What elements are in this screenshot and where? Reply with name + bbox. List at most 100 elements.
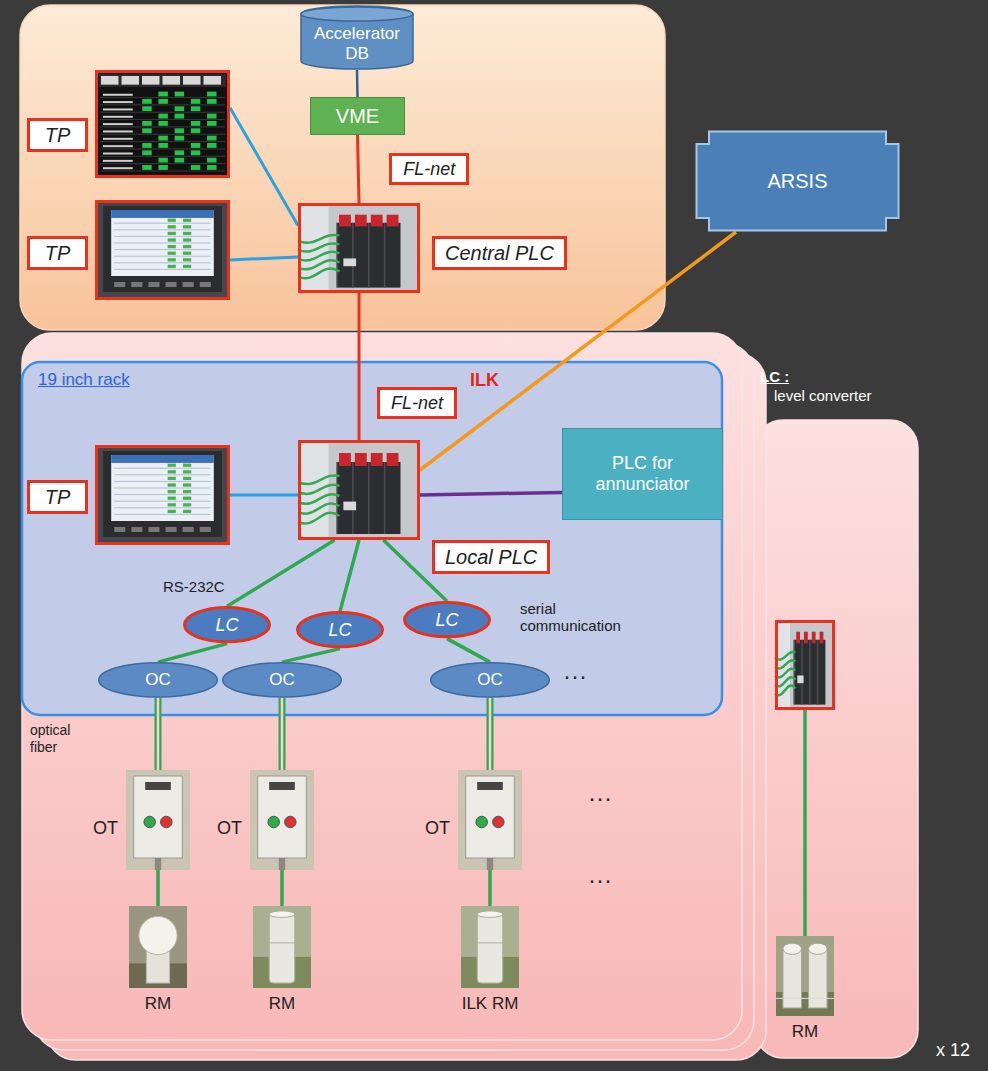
- connector: [156, 870, 160, 906]
- cylinder-body: [301, 6, 413, 69]
- photo-detail: [207, 121, 216, 126]
- photo-detail: [175, 92, 184, 97]
- photo-detail: [493, 816, 505, 828]
- photo-detail: [207, 92, 216, 97]
- photo-detail: [175, 150, 184, 155]
- photo-detail: [142, 106, 151, 111]
- photo-detail: [168, 497, 176, 500]
- connector-group: [447, 639, 490, 662]
- optical-converter: OC: [222, 662, 342, 698]
- photo-detail: [100, 156, 225, 157]
- photo-detail: [111, 455, 214, 521]
- photo-detail: [100, 148, 225, 149]
- annotation: ···: [588, 868, 612, 892]
- optical-converter: OC: [98, 662, 218, 698]
- node-label: LC: [215, 615, 238, 636]
- connector: [158, 644, 227, 662]
- photo-detail: [300, 442, 419, 539]
- photo-detail: [477, 911, 503, 918]
- photo-detail: [207, 114, 216, 119]
- photo-detail: [114, 527, 125, 532]
- photo-detail: [371, 453, 383, 466]
- photo-detail: [114, 468, 211, 469]
- annotation: optical fiber: [30, 722, 100, 756]
- rack-title: 19 inch rack: [38, 370, 130, 390]
- photo-detail: [298, 235, 339, 243]
- area-panel: [755, 420, 918, 1058]
- connector: [155, 698, 162, 770]
- photo-detail: [183, 265, 191, 268]
- photo-detail: [300, 205, 419, 292]
- connector-group: [490, 870, 491, 906]
- photo-detail: [458, 770, 522, 870]
- photo-detail: [114, 243, 211, 244]
- photo-detail: [158, 114, 167, 119]
- connector-group: [340, 540, 359, 611]
- node-label: OC: [145, 670, 171, 690]
- photo-illustration: [253, 906, 311, 988]
- photo-detail: [158, 165, 167, 170]
- photo-detail: [298, 440, 420, 540]
- annotation: LC :: [760, 368, 789, 385]
- photo-detail: [336, 223, 338, 288]
- photo-detail: [103, 94, 133, 96]
- photo-detail: [183, 219, 191, 222]
- plc-unit: Local PLC: [298, 440, 420, 540]
- photo-detail: [269, 911, 295, 918]
- photo-label: TP: [27, 480, 88, 514]
- photo-detail: [114, 249, 211, 250]
- connector-group: [358, 135, 360, 203]
- photo-detail: [339, 215, 351, 227]
- annotation: serial communication: [520, 600, 635, 635]
- photo-detail: [200, 527, 211, 532]
- plc-unit: Central PLC: [298, 203, 420, 293]
- touch-panel: TP: [95, 70, 230, 178]
- connector-group: [230, 495, 298, 496]
- photo-detail: [817, 640, 819, 705]
- photo-detail: [200, 282, 211, 287]
- photo-detail: [183, 238, 191, 241]
- photo-detail: [820, 632, 824, 644]
- radiation-monitor: RM: [253, 906, 311, 988]
- photo-detail: [368, 462, 370, 534]
- photo-detail: [145, 782, 171, 790]
- rack-enclosure: TPLocal PLCPLC for annunciatorLCLCLCOCOC…: [22, 362, 722, 715]
- photo-detail: [808, 949, 827, 1008]
- photo-detail: [175, 158, 184, 163]
- photo-detail: [371, 215, 383, 227]
- photo-detail: [158, 121, 167, 126]
- annotation: ···: [563, 664, 587, 688]
- connector: [488, 870, 492, 906]
- photo-detail: [175, 114, 184, 119]
- radiation-monitor: RM: [129, 906, 187, 988]
- photo-detail: [168, 238, 176, 241]
- photo-label: TP: [27, 236, 88, 270]
- photo-detail: [114, 236, 211, 237]
- photo-detail: [191, 99, 200, 104]
- photo-illustration: [461, 906, 519, 988]
- photo-detail: [250, 770, 314, 870]
- photo-detail: [103, 153, 133, 155]
- photo-detail: [103, 167, 133, 169]
- photo-detail: [101, 76, 119, 85]
- photo-label: RM: [792, 1022, 818, 1042]
- photo-detail: [103, 451, 222, 537]
- photo-detail: [183, 464, 191, 467]
- photo-detail: [155, 858, 161, 870]
- photo-detail: [114, 223, 211, 224]
- photo-detail: [103, 138, 133, 140]
- photo-detail: [142, 150, 151, 155]
- photo-detail: [103, 145, 133, 147]
- photo-detail: [158, 136, 167, 141]
- cylinder-top: [301, 7, 413, 21]
- photo-illustration: [776, 936, 834, 1016]
- photo-detail: [139, 916, 177, 954]
- photo-detail: [476, 816, 488, 828]
- connector-group: [230, 108, 298, 226]
- photo-illustration: [250, 770, 314, 870]
- photo-detail: [269, 782, 295, 790]
- photo-detail: [148, 282, 159, 287]
- photo-detail: [183, 245, 191, 248]
- photo-detail: [103, 206, 222, 292]
- photo-detail: [158, 92, 167, 97]
